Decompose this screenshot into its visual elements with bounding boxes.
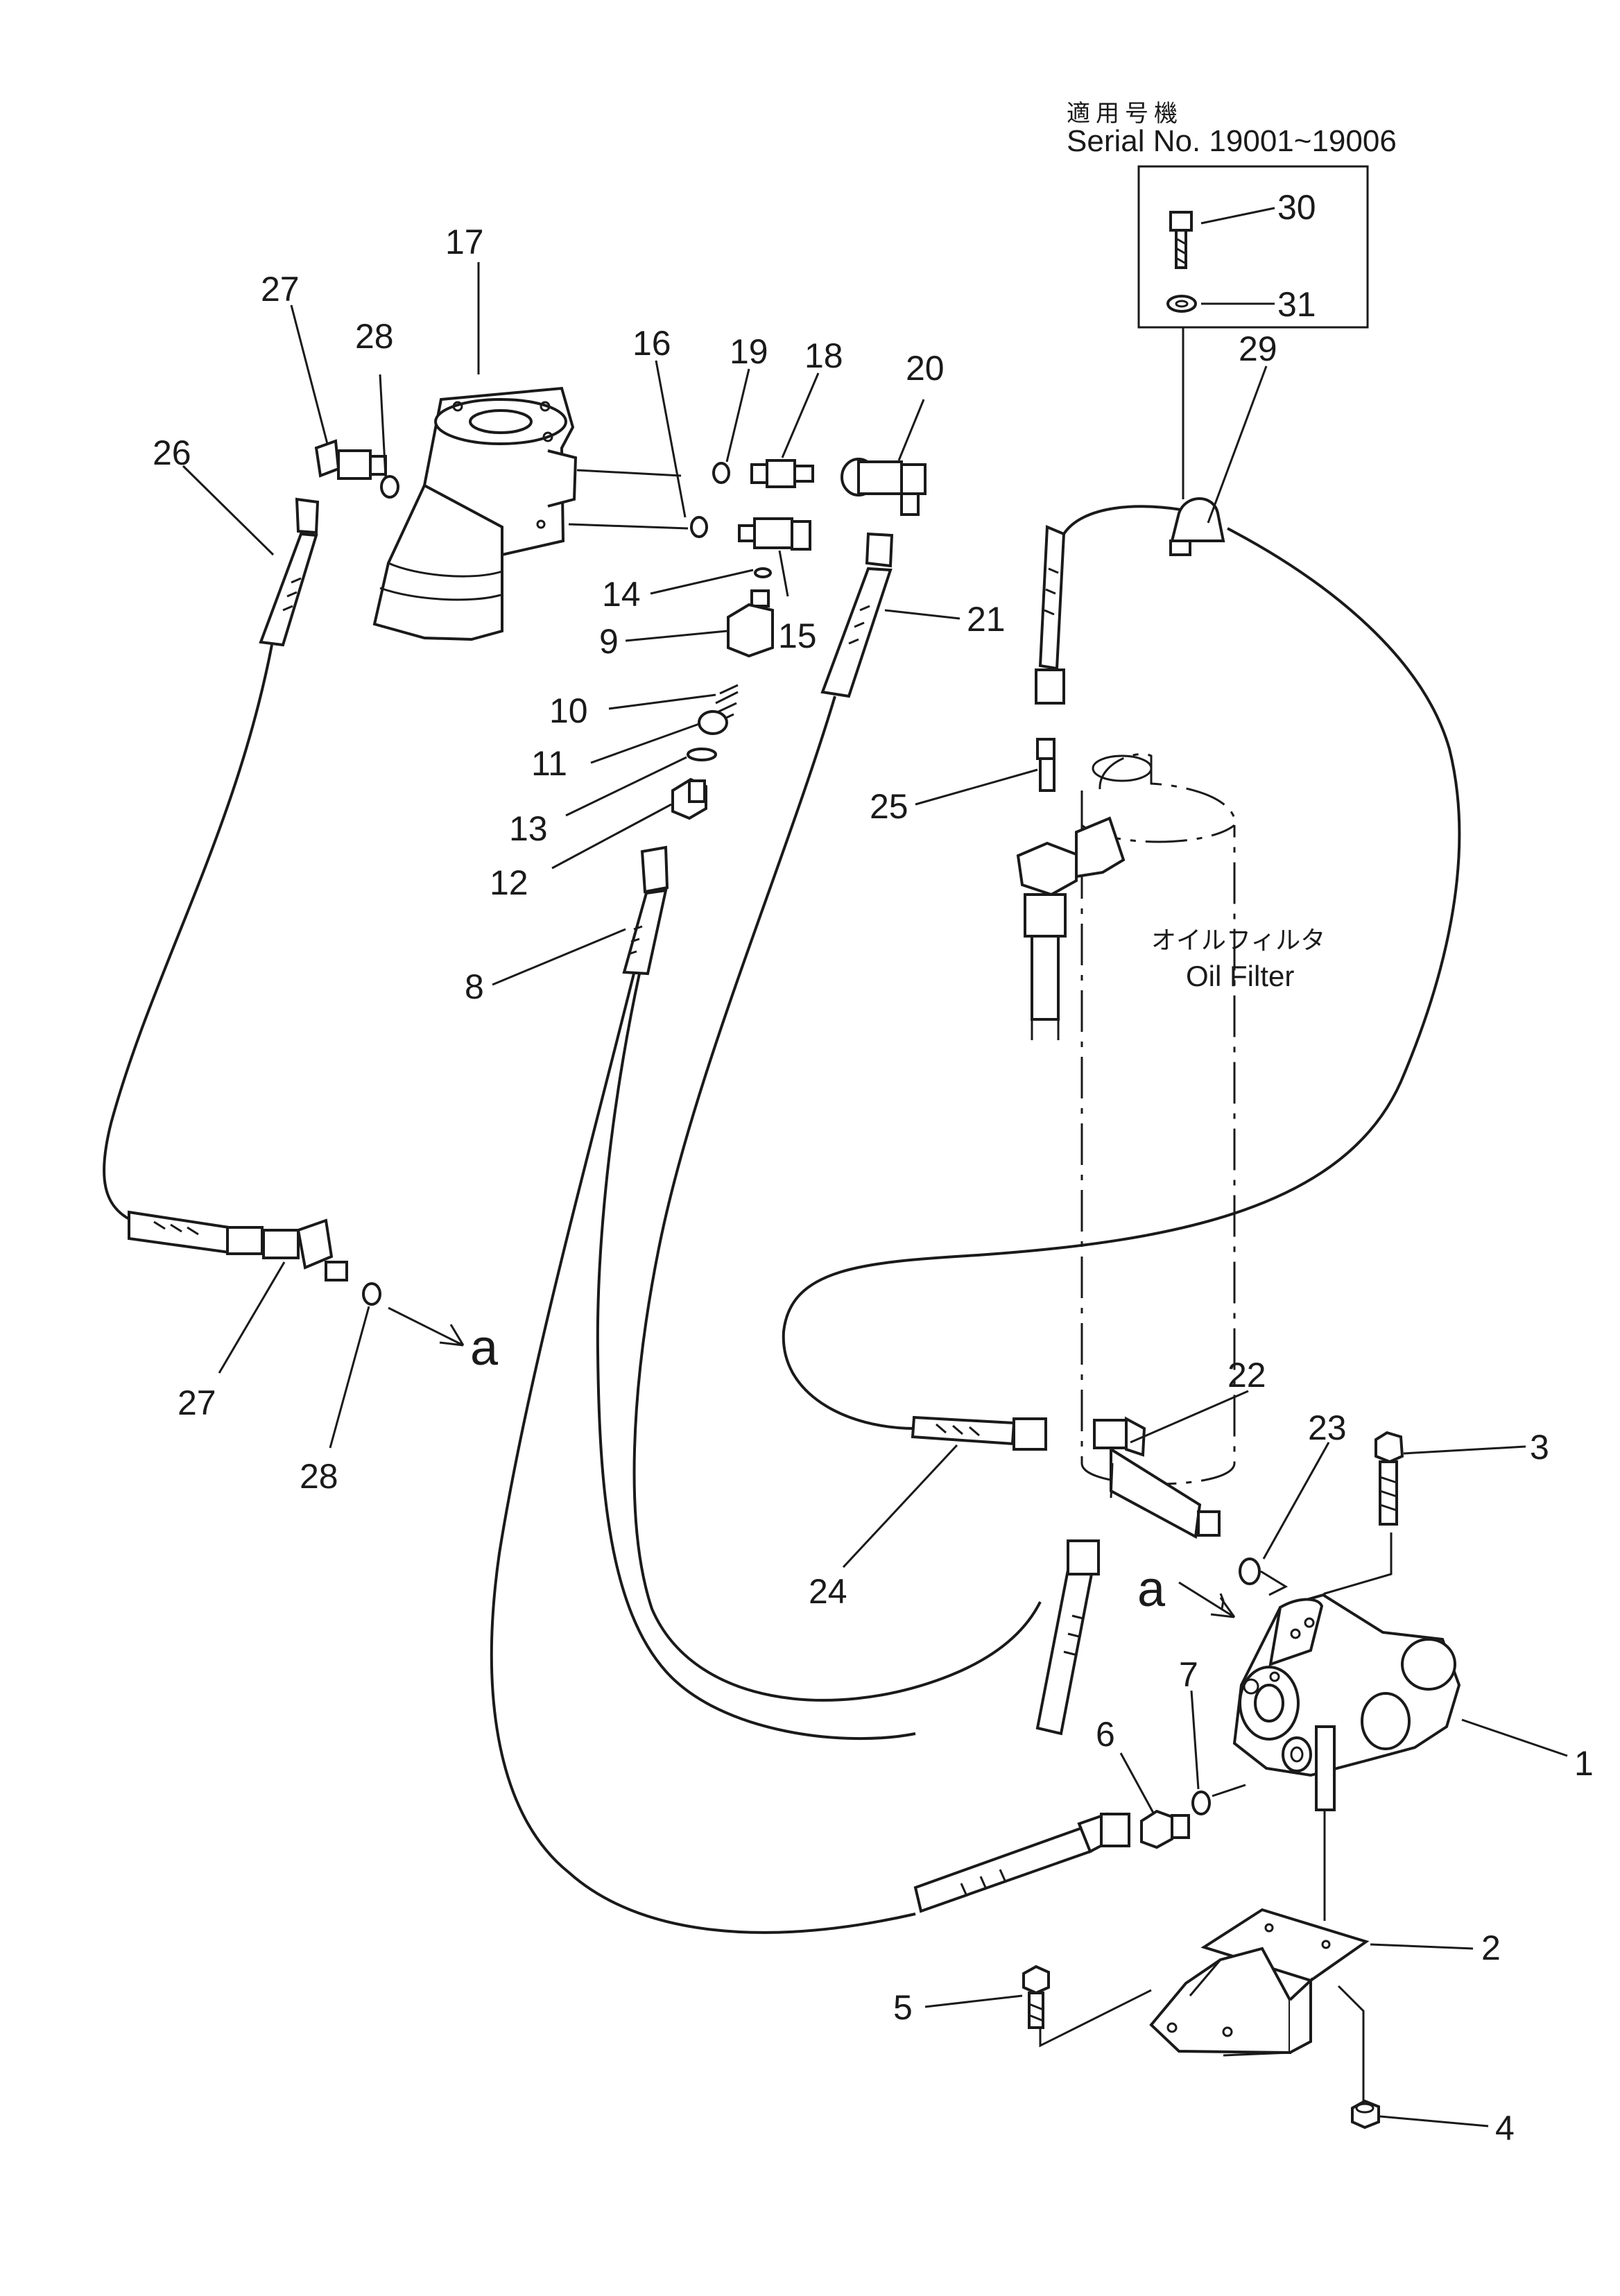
hose-21-lower-end — [1035, 1539, 1100, 1736]
fitting-9-plug — [727, 589, 774, 658]
fitting-18-adapter — [750, 459, 814, 488]
part-label-28-bottom: 28 — [300, 1457, 338, 1496]
bolt-5-drawing — [1022, 1965, 1050, 2029]
clamp-29 — [1169, 497, 1225, 556]
part-label-1: 1 — [1574, 1744, 1594, 1783]
fitting-15-elbow — [738, 517, 811, 551]
part-label-24: 24 — [809, 1572, 847, 1611]
part-label-15: 15 — [778, 616, 817, 655]
part-label-26: 26 — [153, 433, 191, 472]
part-label-12: 12 — [490, 863, 528, 902]
bolt-3-drawing — [1375, 1431, 1404, 1526]
oring-23 — [1239, 1557, 1261, 1585]
part-label-14: 14 — [602, 575, 641, 614]
leader-lines — [182, 262, 1568, 2127]
serial-inset-box — [1137, 165, 1369, 329]
part-label-16: 16 — [632, 324, 671, 363]
serial-label-jp: 適用号機 — [1067, 101, 1183, 127]
part-label-19: 19 — [730, 332, 768, 371]
part-label-29: 29 — [1239, 329, 1277, 368]
part-label-6: 6 — [1096, 1715, 1115, 1754]
part-label-27-bottom: 27 — [178, 1383, 216, 1422]
steering-valve-17-drawing — [372, 386, 578, 641]
part-label-22: 22 — [1227, 1356, 1266, 1395]
part-label-25: 25 — [870, 787, 908, 826]
part-label-8: 8 — [465, 967, 484, 1006]
oil-filter-label-jp: オイルフィルタ — [1151, 926, 1325, 954]
part-label-31: 31 — [1277, 285, 1316, 324]
valve-body-1-drawing — [1232, 1593, 1461, 1811]
fitting-20-elbow — [841, 458, 927, 516]
part-label-17: 17 — [445, 223, 484, 261]
adapter-6-drawing — [1140, 1809, 1190, 1849]
hose-26-drawing — [103, 497, 320, 1255]
part-label-21: 21 — [967, 600, 1006, 639]
ball-11 — [698, 710, 728, 735]
part-label-30: 30 — [1277, 188, 1316, 227]
hose-21-drawing — [632, 532, 1042, 1702]
oring-28-bottom — [362, 1282, 381, 1306]
oring-13 — [687, 748, 717, 761]
part-label-7: 7 — [1179, 1655, 1198, 1694]
valve-22-drawing — [1093, 1416, 1221, 1539]
oring-7-drawing — [1191, 1790, 1211, 1815]
hose-8-lower-end — [913, 1812, 1130, 1913]
part-label-28-top: 28 — [355, 317, 394, 356]
part-label-9: 9 — [599, 622, 619, 661]
part-number-labels: 30 31 29 17 27 28 26 16 19 18 20 14 15 9… — [153, 188, 1594, 2148]
adapter-12 — [671, 777, 707, 820]
part-label-20: 20 — [906, 349, 945, 388]
part-label-13: 13 — [509, 809, 548, 848]
bolt-30-drawing — [1169, 211, 1193, 269]
arrow-a-right: a — [1137, 1562, 1166, 1617]
part-label-4: 4 — [1495, 2109, 1515, 2148]
part-label-5: 5 — [893, 1988, 913, 2027]
fitting-19-oring — [712, 462, 730, 484]
elbow-27-bottom — [262, 1218, 348, 1281]
part-label-27-top: 27 — [261, 270, 300, 309]
bracket-2-drawing — [1149, 1908, 1370, 2057]
hose-8-drawing — [490, 845, 916, 1934]
arrow-a-left: a — [470, 1320, 499, 1376]
hose-29-drawing — [782, 505, 1461, 1430]
part-label-18: 18 — [804, 336, 843, 375]
part-label-3: 3 — [1530, 1428, 1549, 1467]
nut-4-drawing — [1351, 2099, 1380, 2130]
serial-label-en: Serial No. 19001~19006 — [1067, 124, 1397, 158]
elbow-27-top — [314, 439, 387, 480]
hose-24-drawing — [911, 1415, 1047, 1451]
part-label-11: 11 — [531, 744, 567, 783]
washer-31-drawing — [1166, 295, 1197, 313]
fitting-25 — [1016, 738, 1126, 1040]
fitting-16-oring — [690, 516, 708, 538]
fitting-14-oring — [754, 567, 772, 578]
oil-filter-label-en: Oil Filter — [1186, 960, 1294, 992]
spring-10 — [709, 684, 739, 727]
oring-28-top — [380, 475, 399, 499]
part-label-23: 23 — [1308, 1408, 1347, 1447]
part-label-10: 10 — [549, 691, 588, 730]
part-label-2: 2 — [1481, 1928, 1501, 1967]
